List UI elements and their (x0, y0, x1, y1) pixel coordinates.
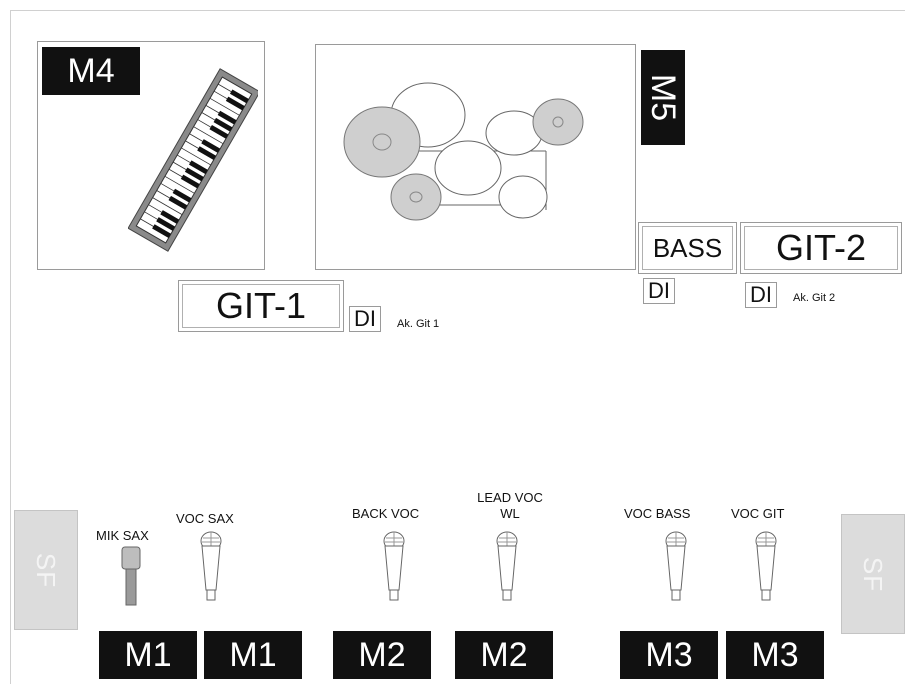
lead-voc-label-line1: LEAD VOC (477, 490, 543, 505)
back-voc-mic-icon (383, 531, 405, 601)
white-key-divider (164, 175, 195, 194)
git1-di-label: DI (354, 306, 376, 331)
monitor-m2-left: M2 (333, 631, 431, 679)
black-key (213, 117, 233, 132)
black-key (225, 96, 245, 111)
black-key (217, 110, 237, 125)
monitor-m1-left: M1 (99, 631, 197, 679)
sidefill-left-label: SF (31, 552, 62, 588)
black-key (229, 89, 249, 104)
white-key-divider (181, 147, 211, 166)
keyboard-icon (128, 68, 258, 252)
hihat (390, 173, 442, 221)
keyboard-area: M4 (37, 41, 265, 270)
stage-left-edge (10, 10, 11, 684)
black-key (197, 146, 217, 160)
cymbal-right (532, 98, 584, 146)
git2-di-label: DI (750, 282, 772, 307)
bass-di-label: DI (648, 278, 670, 303)
white-key-divider (152, 197, 183, 215)
back-voc-label: BACK VOC (352, 506, 420, 521)
bass-amp: BASS (638, 222, 737, 274)
black-key (184, 167, 204, 182)
stage-top-edge (10, 10, 905, 11)
cymbal-left (343, 106, 421, 178)
monitor-m5: M5 (641, 50, 685, 145)
monitor-m3-right-label: M3 (751, 635, 799, 674)
black-key (188, 160, 208, 175)
lead-voc-mic-icon (496, 531, 518, 601)
voc-bass-mic-icon (665, 531, 687, 601)
monitor-m3-right: M3 (726, 631, 824, 679)
git2-note: Ak. Git 2 (793, 292, 836, 304)
cymbal-left-bell (372, 133, 392, 151)
monitor-m3-left-label: M3 (645, 635, 693, 674)
monitor-m4-label: M4 (67, 51, 115, 90)
monitor-m3-left: M3 (620, 631, 718, 679)
sidefill-right: SF (841, 514, 905, 634)
monitor-m1-right-label: M1 (229, 635, 277, 674)
monitor-m1-left-label: M1 (124, 635, 172, 674)
monitor-m2-right-label: M2 (480, 635, 528, 674)
drum-area (315, 44, 636, 270)
voc-git-label: VOC GIT (731, 506, 785, 521)
git2-label: GIT-2 (775, 227, 867, 268)
voc-sax-mic-icon (200, 531, 222, 601)
cymbal-right-bell (552, 116, 564, 128)
voc-sax-label: VOC SAX (176, 511, 234, 526)
bass-di-box: DI (643, 278, 675, 304)
black-key (168, 195, 188, 210)
drum-kit-icon (343, 82, 584, 221)
hihat-bell (409, 191, 423, 203)
git1-note: Ak. Git 1 (397, 318, 440, 330)
lead-voc-label-line2: WL (500, 506, 520, 521)
black-key (156, 217, 176, 231)
black-key (172, 188, 192, 203)
black-key (180, 174, 200, 189)
black-key (160, 210, 180, 224)
git1-label: GIT-1 (215, 285, 307, 326)
black-key (201, 139, 221, 153)
lead-voc-label: LEAD VOC WL (462, 490, 558, 522)
mik-sax-label: MIK SAX (96, 528, 149, 543)
monitor-m2-left-label: M2 (358, 635, 406, 674)
git2-di-box: DI (745, 282, 777, 308)
git1-amp: GIT-1 (178, 280, 344, 332)
monitor-m1-right: M1 (204, 631, 302, 679)
voc-git-mic-icon (755, 531, 777, 601)
git1-di-box: DI (349, 306, 381, 332)
sidefill-right-label: SF (858, 556, 889, 592)
monitor-m2-right: M2 (455, 631, 553, 679)
floor-tom (498, 175, 548, 219)
voc-bass-label: VOC BASS (624, 506, 691, 521)
black-key (152, 224, 172, 239)
monitor-m4: M4 (42, 47, 140, 95)
white-key-divider (209, 97, 240, 116)
sax-instrument-mic-icon (121, 546, 141, 606)
monitor-m5-label: M5 (644, 73, 683, 122)
black-key (209, 124, 229, 139)
snare (434, 140, 502, 196)
white-key-divider (193, 126, 224, 145)
bass-label: BASS (652, 232, 723, 263)
git2-amp: GIT-2 (740, 222, 902, 274)
sidefill-left: SF (14, 510, 78, 630)
